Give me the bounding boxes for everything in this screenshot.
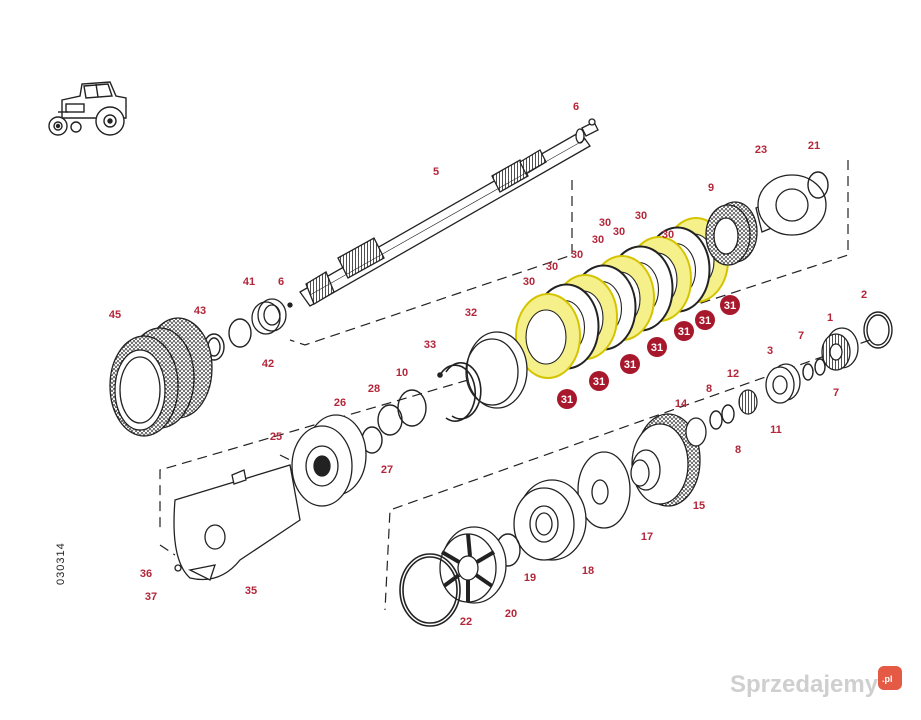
bearing-3 — [765, 363, 801, 404]
part-label: 30 — [662, 229, 674, 241]
part-label: 17 — [641, 531, 653, 543]
part-label: 9 — [708, 182, 714, 194]
part-label: 11 — [770, 424, 782, 436]
rings-10-28-27 — [361, 389, 427, 454]
part-label: 22 — [460, 616, 472, 628]
part-label: 25 — [270, 431, 282, 443]
part-label: 30 — [635, 210, 647, 222]
main-shaft — [299, 118, 599, 307]
ring-2 — [863, 311, 893, 349]
disc-17 — [577, 451, 631, 529]
part-label: 30 — [613, 226, 625, 238]
rings-7 — [802, 358, 826, 381]
plate-23 — [757, 174, 827, 236]
part-label: 6 — [278, 276, 284, 288]
part-label: 6 — [573, 101, 579, 113]
part-marker — [674, 321, 694, 341]
watermark-text: Sprzedajemy — [730, 671, 879, 698]
part-marker — [620, 354, 640, 374]
tractor-icon — [48, 81, 127, 136]
needle-bearing-12 — [738, 389, 758, 415]
part-label: 42 — [262, 358, 274, 370]
snap-ring-33 — [437, 362, 482, 422]
piston-18 — [513, 479, 587, 561]
part-label: 36 — [140, 568, 152, 580]
part-marker — [557, 389, 577, 409]
part-label: 3 — [767, 345, 773, 357]
part-marker — [695, 310, 715, 330]
part-marker-label: 31 — [678, 326, 690, 338]
part-label: 30 — [599, 217, 611, 229]
part-label: 21 — [808, 140, 820, 152]
watermark-badge — [878, 666, 902, 690]
part-label: 10 — [396, 367, 408, 379]
part-marker — [647, 337, 667, 357]
part-label: 33 — [424, 339, 436, 351]
part-label: 30 — [523, 276, 535, 288]
document-code: 030314 — [55, 542, 67, 585]
part-marker-label: 31 — [699, 315, 711, 327]
part-label: 7 — [833, 387, 839, 399]
part-marker — [589, 371, 609, 391]
part-marker-label: 31 — [624, 359, 636, 371]
bearing-41 — [251, 298, 293, 335]
part-marker-label: 31 — [593, 376, 605, 388]
part-label: 12 — [727, 368, 739, 380]
watermark-badge-text: .pl — [882, 674, 893, 684]
part-label: 5 — [433, 166, 439, 178]
part-label: 15 — [693, 500, 705, 512]
clutch-housing-25 — [291, 414, 367, 507]
part-label: 2 — [861, 289, 867, 301]
watermark: Sprzedajemy .pl — [730, 666, 902, 698]
part-label: 18 — [582, 565, 594, 577]
part-marker-label: 31 — [651, 342, 663, 354]
part-label: 41 — [243, 276, 255, 288]
part-label: 7 — [798, 330, 804, 342]
gear-15 — [630, 413, 707, 507]
part-label: 1 — [827, 312, 833, 324]
part-label: 27 — [381, 464, 393, 476]
part-label: 19 — [524, 572, 536, 584]
bearing-1 — [821, 327, 859, 371]
part-label: 30 — [546, 261, 558, 273]
part-label: 30 — [571, 249, 583, 261]
part-label: 35 — [245, 585, 257, 597]
part-label: 43 — [194, 305, 206, 317]
cover-35 — [173, 464, 301, 581]
part-label: 20 — [505, 608, 517, 620]
part-label: 28 — [368, 383, 380, 395]
plate-20 — [439, 526, 507, 604]
clutch-drum-45 — [109, 317, 213, 437]
disc-bore — [525, 309, 567, 365]
ring-21 — [807, 171, 829, 199]
part-marker-label: 31 — [561, 394, 573, 406]
part-label: 8 — [735, 444, 741, 456]
part-marker-label: 31 — [724, 300, 736, 312]
part-label: 14 — [675, 398, 688, 410]
clutch-disc-pack — [515, 217, 729, 379]
part-label: 30 — [592, 234, 604, 246]
part-label: 23 — [755, 144, 767, 156]
rings-8 — [709, 404, 735, 430]
part-label: 45 — [109, 309, 121, 321]
part-label: 26 — [334, 397, 346, 409]
part-label: 32 — [465, 307, 477, 319]
ring-22 — [399, 553, 461, 627]
part-label: 37 — [145, 591, 157, 603]
part-marker — [720, 295, 740, 315]
part-label: 8 — [706, 383, 712, 395]
